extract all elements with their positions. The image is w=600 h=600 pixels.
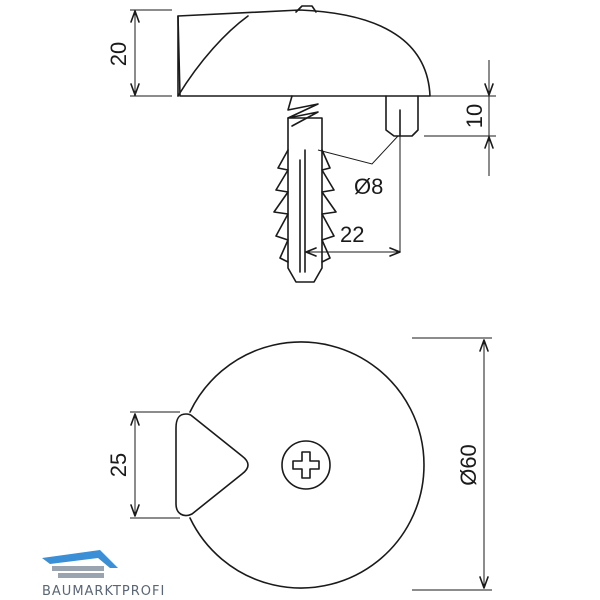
wedge [175, 413, 249, 517]
dim-dia60-label: Ø60 [456, 444, 481, 486]
logo-roof-icon [42, 550, 118, 568]
plan-view [175, 341, 425, 589]
dim-height-total: 20 [106, 9, 172, 97]
dome-body [177, 9, 431, 97]
side-view [177, 5, 431, 283]
logo-text: BAUMARKTPROFI [42, 584, 165, 599]
brand-logo: BAUMARKTPROFI [42, 550, 165, 599]
dim-10-label: 10 [462, 104, 487, 128]
logo-bar-1 [52, 566, 104, 571]
dim-wedge-width: 25 [106, 411, 180, 519]
dia8-leader [317, 135, 399, 165]
dim-pin-offset: 22 [305, 222, 401, 257]
plug-ribs-right [321, 149, 337, 263]
dim-22-label: 22 [340, 222, 364, 247]
dome-curve-inner [177, 15, 249, 97]
wall-plug [287, 117, 323, 283]
locating-pin [385, 95, 419, 137]
dim-outer-diameter: Ø60 [412, 337, 492, 591]
dim-25-label: 25 [106, 453, 131, 477]
dim-pin-height: 10 [424, 60, 496, 176]
dim-20-label: 20 [106, 42, 131, 66]
dim-dia8-label: Ø8 [354, 174, 383, 199]
plug-ribs-left [273, 149, 289, 263]
screw-head [281, 440, 331, 490]
top-notch [295, 5, 317, 13]
logo-bar-2 [58, 573, 104, 578]
phillips-cross-icon [292, 451, 320, 479]
screw-shank [287, 95, 319, 127]
outer-disc [189, 341, 425, 589]
